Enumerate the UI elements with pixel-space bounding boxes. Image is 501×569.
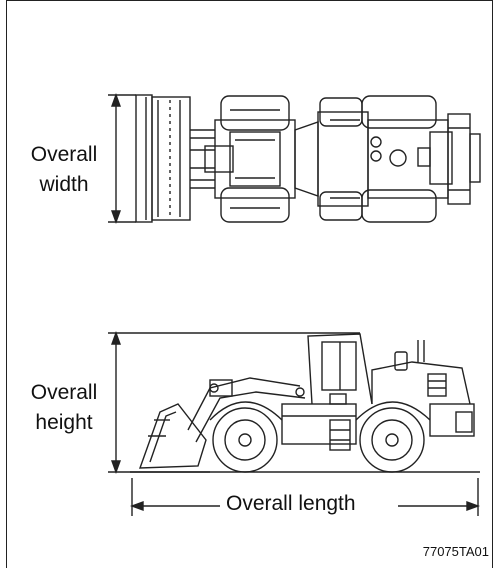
side-frame (209, 401, 431, 451)
overall-width-line2: width (39, 173, 89, 196)
overall-height-line1: Overall (30, 381, 98, 404)
side-cab (307, 333, 373, 405)
side-rear-wheel (359, 407, 425, 473)
top-lift-arms (190, 119, 296, 199)
width-dimension-line (108, 92, 136, 225)
side-view-loader (108, 330, 481, 516)
side-lift-arm (187, 377, 306, 443)
overall-length-label: Overall length (222, 492, 360, 516)
overall-width-line1: Overall (30, 143, 98, 166)
overall-height-label: Overall height (18, 378, 110, 438)
figure-frame (6, 0, 493, 568)
side-engine-body (371, 340, 475, 437)
top-front-tires (220, 95, 290, 223)
top-bucket (135, 94, 191, 223)
overall-height-line2: height (35, 411, 93, 434)
length-dimension-line (129, 478, 481, 516)
top-rear-tires (319, 95, 437, 223)
top-view-loader (108, 92, 481, 225)
side-front-wheel (212, 407, 278, 473)
top-rear-body (367, 113, 481, 205)
overall-width-label: Overall width (18, 140, 110, 200)
figure-reference: 77075TA01 (422, 544, 489, 559)
